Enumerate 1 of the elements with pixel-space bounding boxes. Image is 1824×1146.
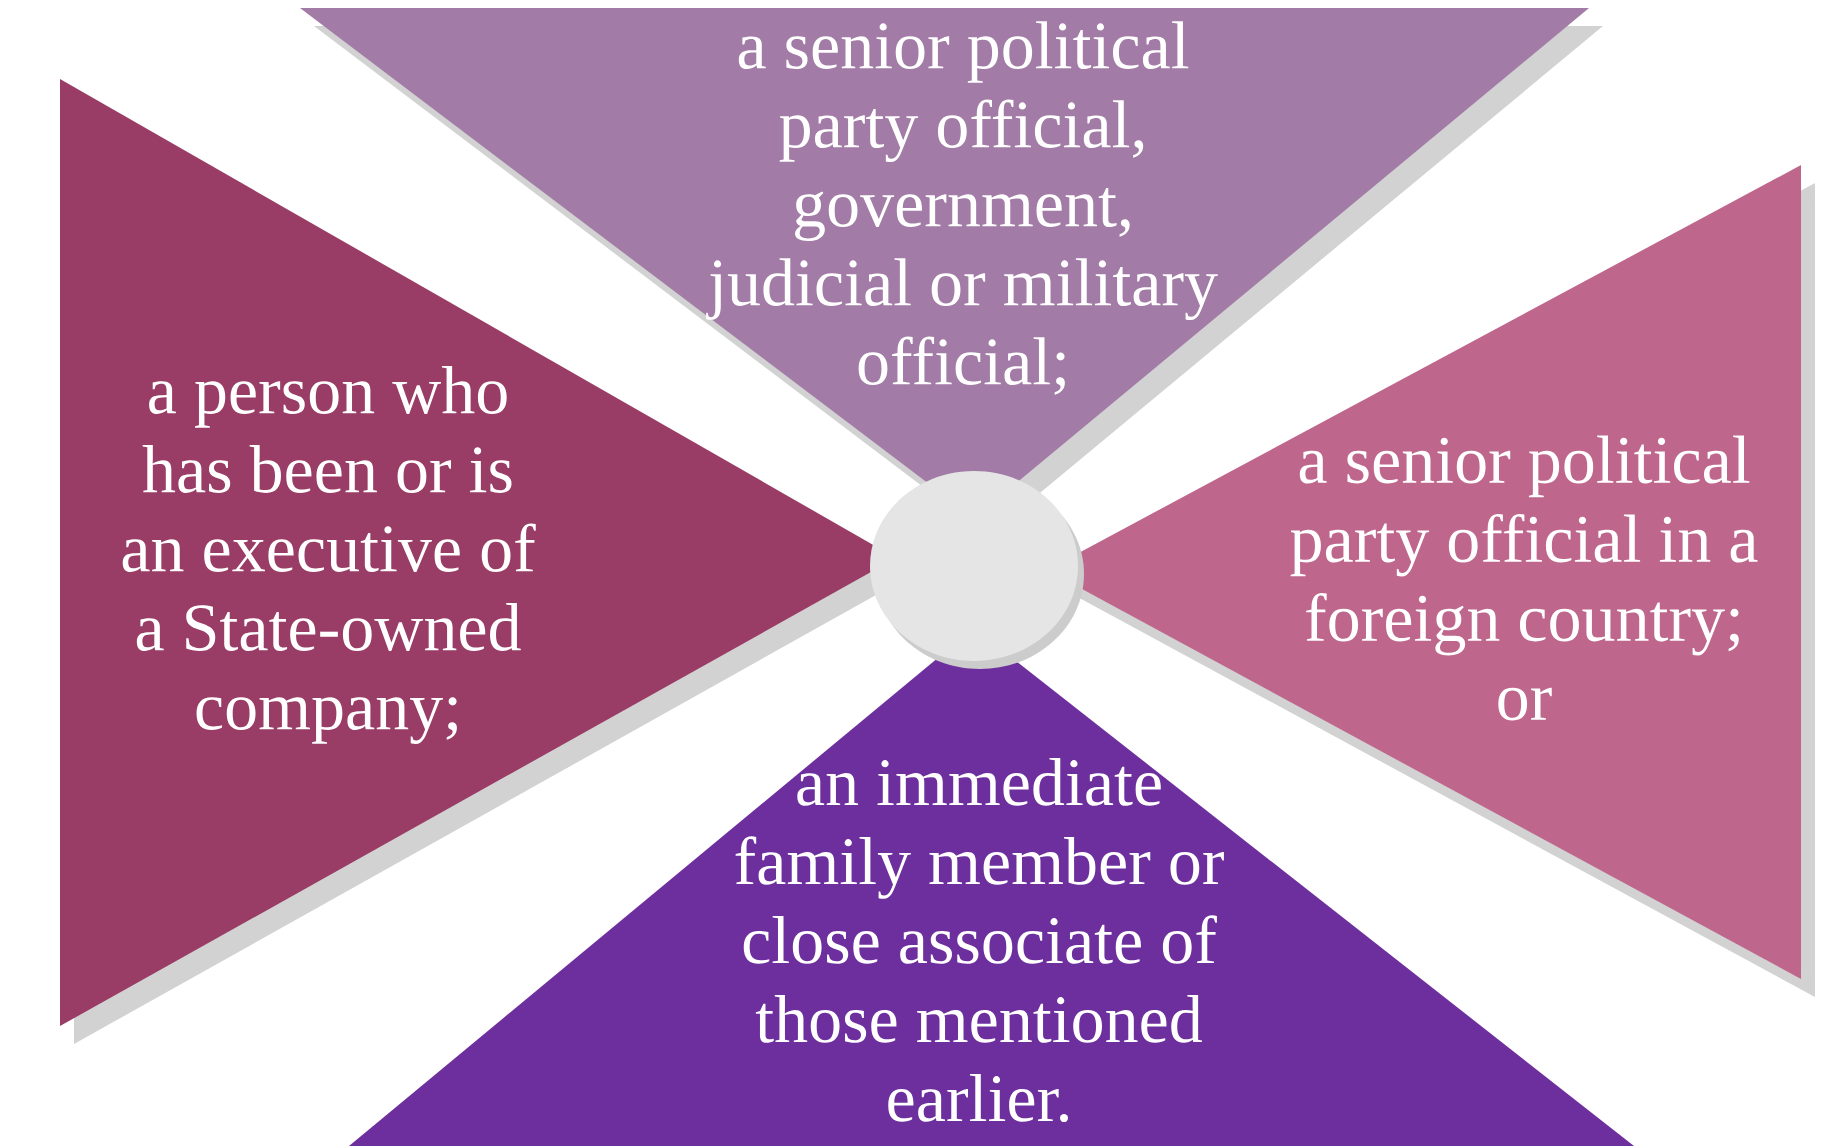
- center-ellipse: [870, 471, 1084, 669]
